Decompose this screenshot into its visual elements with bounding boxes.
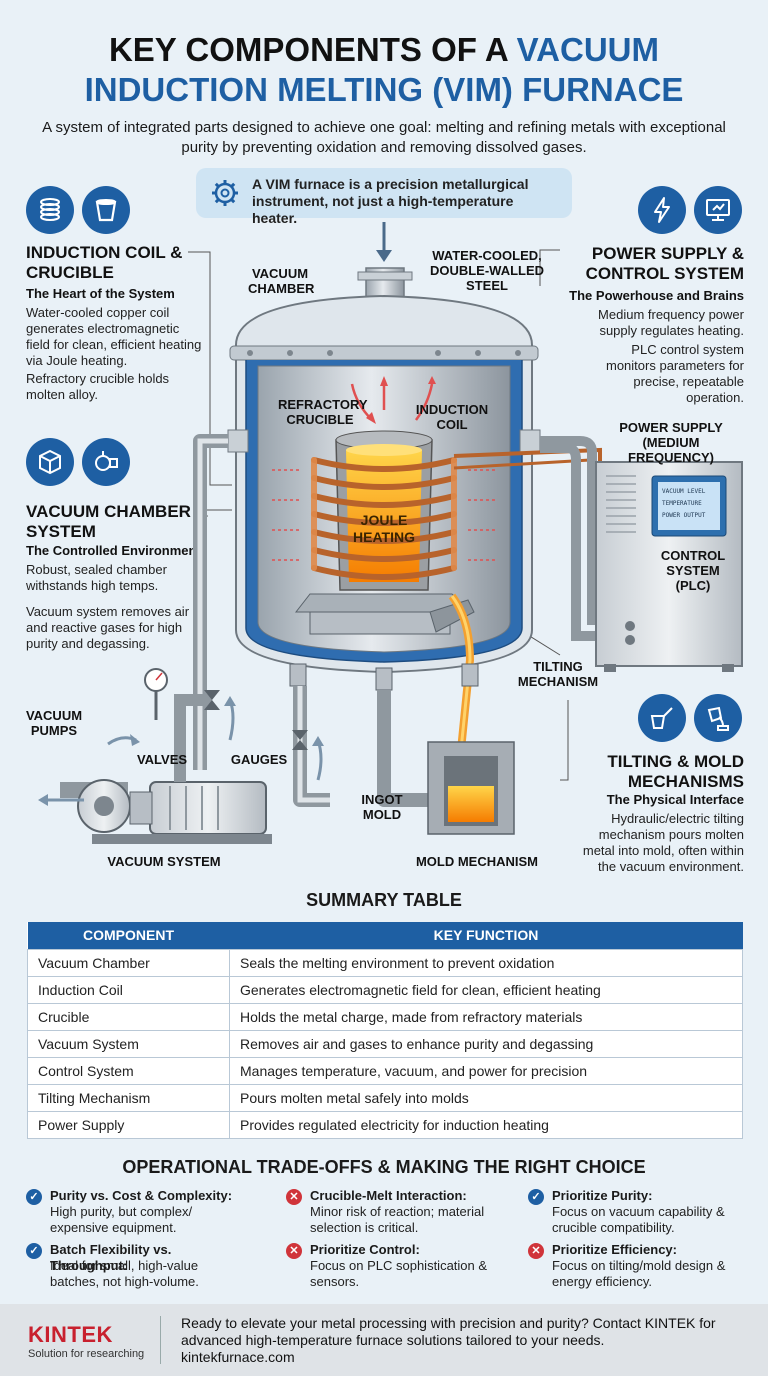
lightning-icon [638,186,686,234]
table-cell: Power Supply [27,1110,230,1139]
label-valves: VALVES [136,752,188,767]
coil-section-title: INDUCTION COIL & CRUCIBLE [26,243,183,282]
power-section-title: POWER SUPPLY & CONTROL SYSTEM [585,244,744,283]
label-power-supply: POWER SUPPLY (MEDIUM FREQUENCY) [619,420,723,465]
title-line2: INDUCTION MELTING (VIM) FURNACE [84,71,684,108]
summary-title: SUMMARY TABLE [306,890,462,910]
gear-icon [212,180,238,206]
label-control-system: CONTROL SYSTEM (PLC) [660,548,726,593]
table-header: KEY FUNCTION [229,922,743,949]
tilting-section-body: Hydraulic/electric tilting mechanism pou… [582,811,744,874]
table-cell: Induction Coil [27,975,230,1004]
power-section-subtitle: The Powerhouse and Brains [569,288,744,303]
monitor-icon [694,186,742,234]
kintek-logo: KINTEK [28,1322,113,1347]
table-cell: Holds the metal charge, made from refrac… [229,1002,743,1031]
tilting-section-subtitle: The Physical Interface [606,792,744,807]
footer-divider [160,1316,161,1364]
furnace-illustration [38,222,743,844]
table-header: COMPONENT [27,922,230,949]
footer-text: Ready to elevate your metal processing w… [181,1315,751,1366]
logo-tagline: Solution for researching [28,1348,145,1360]
table-cell: Generates electromagnetic field for clea… [229,975,743,1004]
table-cell: Tilting Mechanism [27,1083,230,1112]
cross-icon: ✕ [286,1189,302,1205]
table-cell: Manages temperature, vacuum, and power f… [229,1056,743,1085]
power-section-body1: Medium frequency power supply regulates … [598,307,744,338]
table-cell: Removes air and gases to enhance purity … [229,1029,743,1058]
label-water-cooled: WATER-COOLED, DOUBLE-WALLED STEEL [429,248,545,293]
chamber-section-body1: Robust, sealed chamber withstands high t… [26,562,167,593]
table-cell: Vacuum System [27,1029,230,1058]
label-joule-heating: JOULE HEATING [353,512,415,545]
table-cell: Crucible [27,1002,230,1031]
footer-cta: Ready to elevate your metal processing w… [181,1315,716,1348]
tradeoffs-title: OPERATIONAL TRADE-OFFS & MAKING THE RIGH… [122,1157,646,1177]
coil-section-subtitle: The Heart of the System [26,286,175,301]
footer-bar [0,1304,768,1376]
table-header-row: COMPONENT KEY FUNCTION [27,922,743,949]
chamber-section-subtitle: The Controlled Environment [26,543,201,558]
ladle-icon [638,694,686,742]
label-induction-coil: INDUCTION COIL [415,402,489,432]
title-accent: VACUUM [516,31,660,68]
pour-icon [694,694,742,742]
label-tilting-mechanism: TILTING MECHANISM [517,659,599,689]
table-cell: Seals the melting environment to prevent… [229,948,743,977]
crucible-icon [82,186,130,234]
callout-box: A VIM furnace is a precision metallurgic… [196,168,572,226]
coil-section-body1: Water-cooled copper coil generates elect… [26,305,202,368]
power-section-body2: PLC control system monitors parameters f… [606,342,744,405]
chamber-cube-icon [26,438,74,486]
callout-text: A VIM furnace is a precision metallurgic… [252,176,529,226]
label-vacuum-pumps: VACUUM PUMPS [25,708,83,738]
tilting-section-title: TILTING & MOLD MECHANISMS [607,752,744,791]
pump-icon [82,438,130,486]
check-icon: ✓ [528,1189,544,1205]
chamber-section-body2: Vacuum system removes air and reactive g… [26,604,190,651]
page-subtitle: A system of integrated parts designed to… [42,119,726,156]
label-refractory-crucible: REFRACTORY CRUCIBLE [278,397,368,427]
table-cell: Provides regulated electricity for induc… [229,1110,743,1139]
coil-icon [26,186,74,234]
coil-section-body2: Refractory crucible holds molten alloy. [26,371,170,402]
cross-icon: ✕ [528,1243,544,1259]
label-mold-mechanism: MOLD MECHANISM [415,854,539,869]
label-gauges: GAUGES [230,752,288,767]
label-vacuum-chamber: VACUUM CHAMBER [248,266,315,296]
label-ingot-mold: INGOT MOLD [361,792,403,822]
control-screen: VACUUM LEVEL TEMPERATURE POWER OUTPUT [662,488,706,519]
cross-icon: ✕ [286,1243,302,1259]
check-icon: ✓ [26,1243,42,1259]
check-icon: ✓ [26,1189,42,1205]
label-vacuum-system: VACUUM SYSTEM [107,854,221,869]
table-cell: Pours molten metal safely into molds [229,1083,743,1112]
footer-url-link[interactable]: kintekfurnace.com [181,1349,295,1365]
page-title: KEY COMPONENTS OF A VACUUM INDUCTION MEL… [0,30,768,110]
table-cell: Control System [27,1056,230,1085]
chamber-section-title: VACUUM CHAMBER & SYSTEM [26,502,208,541]
title-line1: KEY COMPONENTS OF A [108,31,517,68]
table-cell: Vacuum Chamber [27,948,230,977]
